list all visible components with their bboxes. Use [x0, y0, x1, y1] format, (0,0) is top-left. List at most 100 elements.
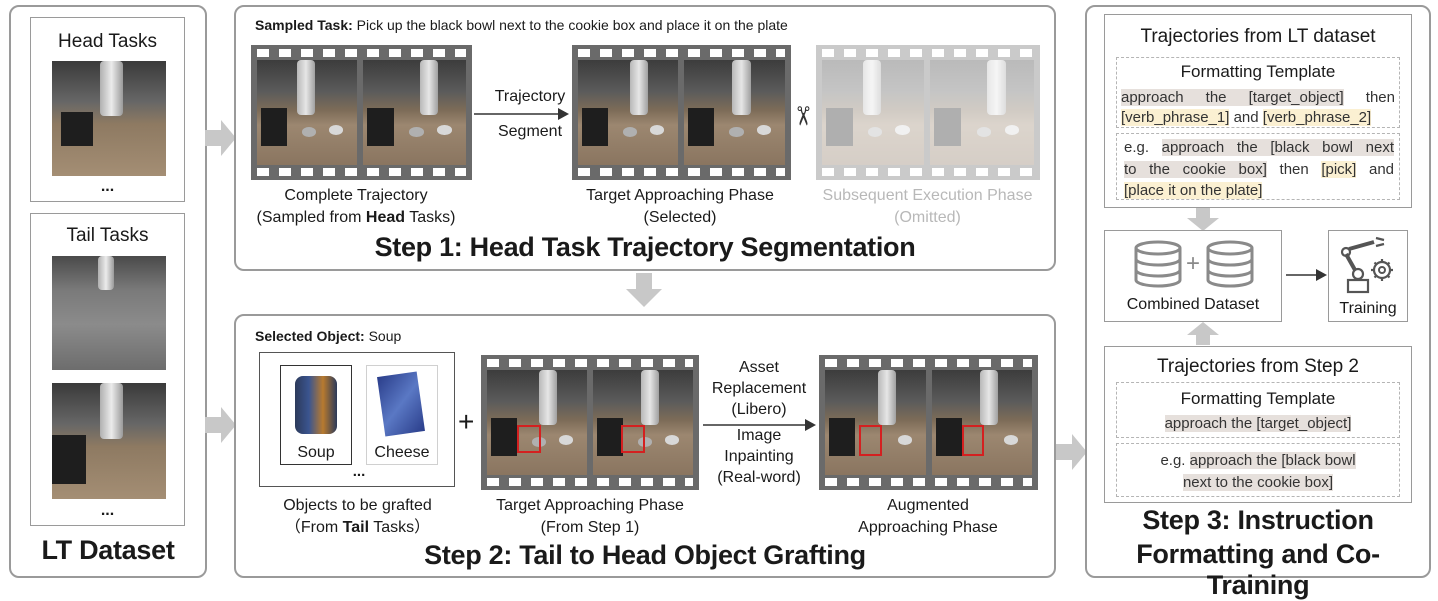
- augmented-filmstrip: [819, 355, 1038, 490]
- database-icon-left: [1134, 240, 1182, 288]
- target-approaching-filmstrip: [572, 45, 791, 180]
- augmented-line1: Augmented: [887, 497, 969, 514]
- step2-example-approach-1: approach the [black bowl: [1189, 452, 1356, 469]
- replacement-labels-top: Asset Replacement (Libero): [700, 357, 818, 420]
- step2-template-box: [1116, 382, 1400, 438]
- segment-label: Segment: [497, 123, 563, 140]
- head-tasks-ellipsis: ...: [100, 178, 115, 195]
- cheese-card[interactable]: Cheese: [366, 365, 438, 465]
- selected-object-text: Selected Object: Soup: [255, 328, 401, 344]
- tail-tasks-title: Tail Tasks: [66, 225, 149, 246]
- step2-example-line1: e.g. approach the [black bowl: [1160, 452, 1356, 469]
- objects-ellipsis: ...: [352, 463, 366, 480]
- lt-example-pick: [pick]: [1321, 161, 1357, 178]
- sampled-task-text: Sampled Task: Pick up the black bowl nex…: [255, 17, 788, 33]
- lt-example-box: [1116, 133, 1400, 200]
- step3-title-line2: Formatting and Co-Training: [1136, 539, 1380, 600]
- arrow-lt-to-combined: [1187, 208, 1219, 231]
- training-label: Training: [1339, 300, 1397, 317]
- arrow-step2-to-step3: [1056, 434, 1087, 470]
- subsequent-execution-filmstrip: [816, 45, 1040, 180]
- lt-trajectories-title: Trajectories from LT dataset: [1140, 26, 1376, 47]
- trajectory-segment-arrow: [474, 108, 569, 120]
- step2-example-line2: next to the cookie box]: [1116, 471, 1400, 494]
- lt-example-line1: e.g. approach the [black bowl next: [1124, 139, 1394, 156]
- complete-trajectory-caption: Complete Trajectory (Sampled from Head T…: [236, 185, 476, 229]
- objects-caption: Objects to be grafted （From Tail Tasks）: [240, 495, 475, 539]
- arrow-step2traj-to-combined: [1187, 322, 1219, 345]
- soup-label: Soup: [297, 444, 335, 461]
- lt-example-approach-2: to the cookie box]: [1124, 161, 1267, 178]
- real-word-label: (Real-word): [717, 469, 801, 486]
- arrow-left-to-step1: [205, 120, 236, 156]
- subsequent-execution-caption: Subsequent Execution Phase (Omitted): [800, 185, 1055, 229]
- combined-dataset-label: Combined Dataset: [1126, 296, 1260, 313]
- selected-object-label: Selected Object:: [255, 328, 365, 344]
- step3-title-line1: Step 3: Instruction: [1142, 505, 1374, 535]
- database-icon-right: [1206, 240, 1254, 288]
- replacement-label: Replacement: [711, 380, 807, 397]
- lt-template-box: [1116, 57, 1400, 128]
- step2-template-approach: approach the [target_object]: [1164, 415, 1352, 432]
- head-task-image: [52, 61, 166, 176]
- tail-task-image-1: [52, 256, 166, 370]
- augmented-highlight-box-2: [962, 424, 984, 457]
- cheese-label: Cheese: [374, 444, 430, 461]
- tail-tasks-box: Tail Tasks ...: [30, 213, 185, 526]
- lt-example-line2: to the cookie box] then [pick] and: [1124, 161, 1394, 178]
- augmented-highlight-box-1: [859, 424, 882, 457]
- objects-caption-line1: Objects to be grafted: [283, 497, 432, 514]
- soup-card[interactable]: Soup: [280, 365, 352, 465]
- tail-task-image-2: [52, 383, 166, 499]
- lt-example-approach-1: approach the [black bowl next: [1161, 139, 1394, 156]
- lt-template-verb1: [verb_phrase_1]: [1121, 109, 1230, 126]
- step2-title: Step 2: Tail to Head Object Grafting: [424, 540, 866, 570]
- target-approaching-caption: Target Approaching Phase (Selected): [560, 185, 800, 229]
- target-approaching-line2: (Selected): [643, 209, 717, 226]
- lt-example-place: [place it on the plate]: [1124, 182, 1263, 199]
- lt-template-approach: approach the [target_object]: [1121, 89, 1344, 106]
- arrow-left-to-step2: [205, 407, 236, 443]
- target-approaching-line1: Target Approaching Phase: [586, 187, 774, 204]
- step2-approaching-line1: Target Approaching Phase: [496, 497, 684, 514]
- augmented-line2: Approaching Phase: [858, 519, 998, 536]
- arrow-step1-to-step2: [626, 273, 662, 307]
- trajectory-label: Trajectory: [494, 88, 566, 105]
- step2-template-line: approach the [target_object]: [1116, 412, 1400, 435]
- augmented-caption: Augmented Approaching Phase: [808, 495, 1048, 539]
- step2-example-box: [1116, 443, 1400, 497]
- target-highlight-box-2: [621, 424, 645, 453]
- step2-approaching-caption: Target Approaching Phase (From Step 1): [470, 495, 710, 539]
- head-tasks-box: Head Tasks ...: [30, 17, 185, 202]
- plus-sign: +: [458, 406, 475, 437]
- step2-approaching-filmstrip: [481, 355, 699, 490]
- lt-template-verb2: [verb_phrase_2]: [1262, 109, 1372, 126]
- lt-template-line2: [verb_phrase_1] and [verb_phrase_2]: [1121, 109, 1372, 126]
- sampled-task-value: Pick up the black bowl next to the cooki…: [352, 17, 788, 33]
- head-tasks-title: Head Tasks: [58, 31, 157, 52]
- soup-can-image: [295, 376, 337, 434]
- tail-tasks-ellipsis: ...: [100, 502, 115, 519]
- step2-approaching-line2: (From Step 1): [540, 519, 640, 536]
- step2-trajectories-title: Trajectories from Step 2: [1156, 356, 1360, 377]
- combined-plus: +: [1186, 250, 1201, 277]
- subsequent-execution-line1: Subsequent Execution Phase: [822, 187, 1033, 204]
- step2-template-title: Formatting Template: [1180, 389, 1336, 408]
- lt-dataset-title: LT Dataset: [41, 535, 175, 565]
- step2-example-approach-2: next to the cookie box]: [1182, 474, 1334, 491]
- libero-label: (Libero): [731, 401, 787, 418]
- lt-example-line3: [place it on the plate]: [1124, 179, 1394, 202]
- inpainting-label: Inpainting: [724, 448, 794, 465]
- asset-label: Asset: [738, 359, 779, 376]
- lt-template-line1: approach the [target_object] then: [1121, 89, 1395, 106]
- target-highlight-box-1: [517, 424, 541, 453]
- selected-object-value: Soup: [364, 328, 402, 344]
- inpainting-labels: Image Inpainting (Real-word): [700, 425, 818, 488]
- lt-template-title: Formatting Template: [1180, 62, 1336, 81]
- robot-arm-icon: [1340, 236, 1393, 294]
- step1-title: Step 1: Head Task Trajectory Segmentatio…: [374, 232, 916, 262]
- subsequent-execution-line2: (Omitted): [894, 209, 961, 226]
- image-label: Image: [736, 427, 782, 444]
- cheese-box-image: [377, 371, 425, 437]
- sampled-task-label: Sampled Task:: [255, 17, 353, 33]
